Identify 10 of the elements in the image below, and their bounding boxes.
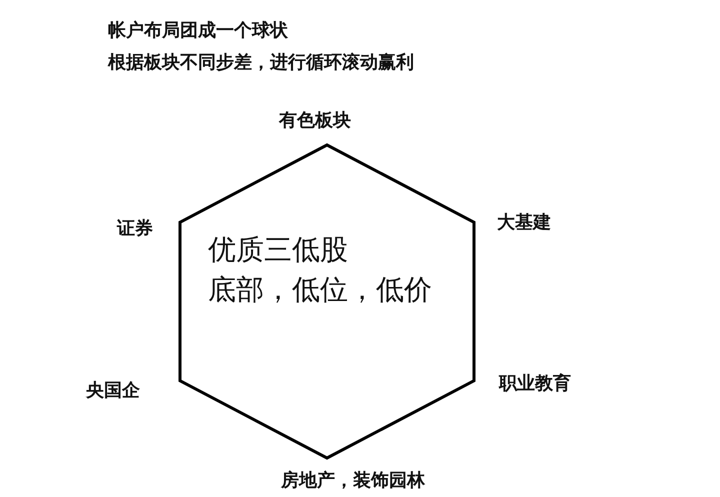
corner-label: 房地产，装饰园林 — [281, 469, 425, 492]
note-text: 帐户布局团成一个球状 — [108, 19, 288, 42]
hexagon-heading: 优质三低股 — [208, 232, 348, 268]
corner-label: 大基建 — [497, 211, 551, 234]
hexagon-text: 底部，低位，低价 — [208, 272, 432, 308]
note-text: 根据板块不同步差，进行循环滚动赢利 — [108, 51, 414, 74]
corner-label: 有色板块 — [279, 109, 351, 132]
corner-label: 央国企 — [86, 379, 140, 402]
corner-label: 证券 — [117, 217, 153, 240]
corner-label: 职业教育 — [499, 372, 571, 395]
